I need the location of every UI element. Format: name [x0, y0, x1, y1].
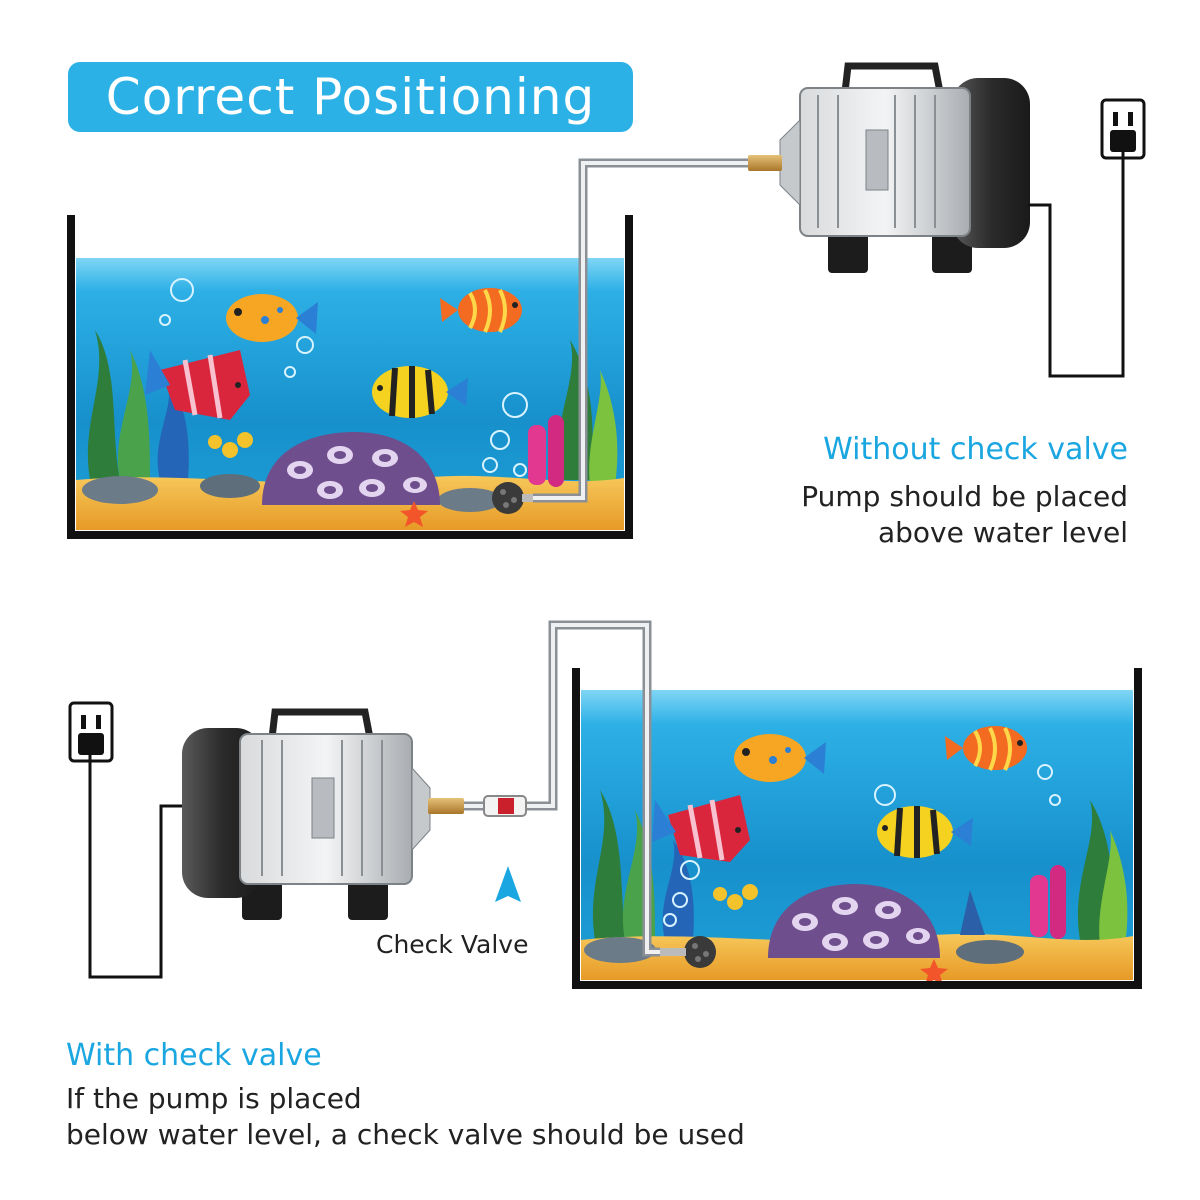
wall-outlet-icon: [68, 701, 114, 763]
power-cord: [1028, 152, 1125, 378]
bubbles: [663, 764, 1061, 927]
air-stone-icon: [492, 482, 536, 514]
title-banner: Correct Positioning: [68, 62, 633, 132]
bottom-heading: With check valve: [66, 1038, 322, 1073]
bottom-line-2: below water level, a check valve should …: [66, 1118, 745, 1151]
arrow-up-icon: [495, 866, 521, 902]
bottom-line-1: If the pump is placed: [66, 1082, 362, 1115]
fish-icon: [440, 288, 522, 333]
fish-icon: [226, 294, 318, 342]
fish-icon: [652, 795, 750, 862]
check-valve-icon: [483, 795, 527, 817]
air-pump-icon: [182, 708, 464, 920]
top-line-2: above water level: [877, 516, 1128, 549]
wall-outlet-icon: [1100, 98, 1146, 160]
tank-frame: [572, 668, 1142, 989]
fish-icon: [372, 366, 468, 418]
coral-icon: [768, 884, 940, 958]
bubbles: [159, 278, 528, 477]
check-valve-label: Check Valve: [376, 930, 529, 959]
coral-icon: [262, 432, 440, 505]
fish-icon: [734, 734, 826, 782]
top-line-1: Pump should be placed: [801, 480, 1128, 513]
tank-frame: [67, 215, 633, 539]
fish-icon: [145, 350, 250, 420]
fish-icon: [877, 806, 973, 858]
bottom-aquarium: [572, 668, 1142, 989]
fish-icon: [945, 726, 1027, 771]
top-heading: Without check valve: [823, 432, 1128, 467]
air-pump-icon: [748, 62, 1030, 273]
power-cord: [88, 755, 182, 979]
top-aquarium: [67, 215, 633, 539]
air-stone-icon: [650, 936, 716, 968]
page-title: Correct Positioning: [105, 68, 596, 126]
